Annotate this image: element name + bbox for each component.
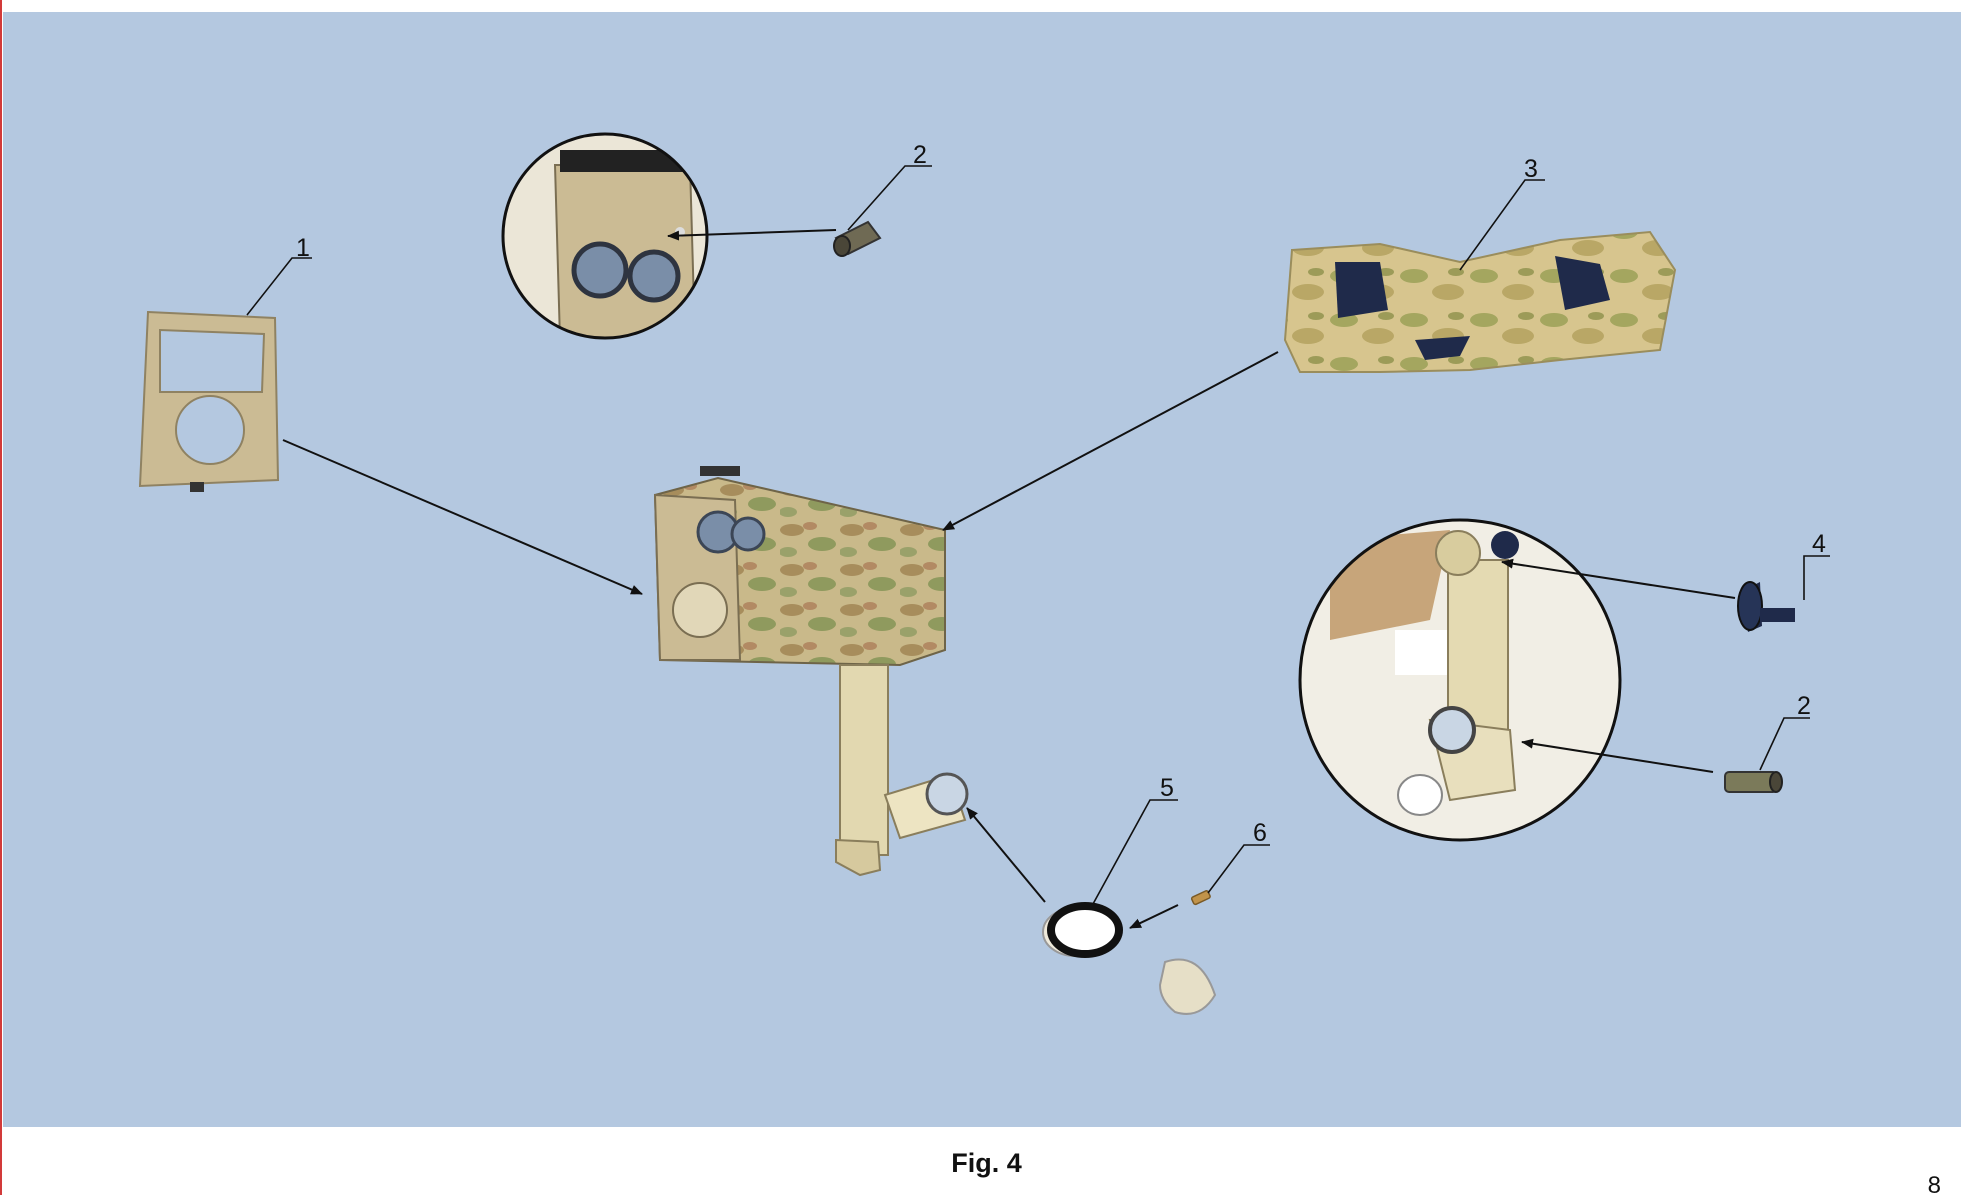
callout-6: 6: [1253, 819, 1267, 847]
callout-5: 5: [1160, 774, 1174, 802]
figure-background: [3, 12, 1961, 1127]
part-6-pin: [1190, 890, 1211, 906]
figure-caption: Fig. 4: [951, 1148, 1022, 1178]
page-number: 8: [1927, 1172, 1941, 1199]
part-1-hood: [138, 310, 280, 492]
callout-3: 3: [1524, 155, 1538, 183]
detail-view-left: [501, 132, 709, 340]
part-4-eyecup: [1737, 581, 1795, 632]
main-device-assembly: [653, 466, 969, 877]
part-3-camouflage-cover: [1283, 230, 1677, 373]
part-2-plug-lower: [1724, 771, 1783, 793]
part-5-eyepiece-cap: [1042, 902, 1217, 1015]
page-edge-mark: [0, 0, 2, 1195]
callout-2-upper: 2: [913, 141, 927, 169]
detail-view-right: [1298, 518, 1622, 842]
callout-1: 1: [296, 234, 310, 262]
part-2-plug-upper: [833, 220, 882, 257]
callout-2-lower: 2: [1797, 692, 1811, 720]
callout-leaders: [246, 165, 1830, 905]
callout-4: 4: [1812, 530, 1826, 558]
assembly-arrows: [282, 229, 1736, 929]
